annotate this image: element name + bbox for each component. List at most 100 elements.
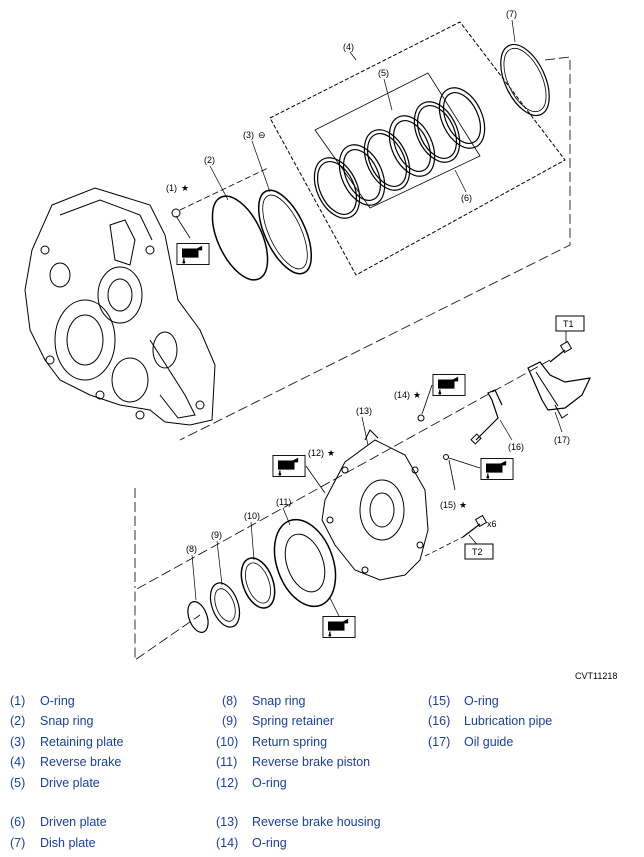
star-14: ★ xyxy=(413,390,421,400)
legend-num: (10) xyxy=(216,735,239,749)
quantity-label: x6 xyxy=(487,519,497,529)
callout-6: (6) xyxy=(461,193,472,203)
legend-item: (1) O-ring xyxy=(10,694,75,708)
callout-10: (10) xyxy=(244,511,260,521)
reverse-brake-housing xyxy=(321,429,429,581)
snap-ring-8 xyxy=(187,601,209,633)
oil-can-icon xyxy=(272,455,306,477)
legend-label: Retaining plate xyxy=(40,735,124,749)
star-15: ★ xyxy=(459,500,467,510)
legend-num: (11) xyxy=(216,755,238,769)
legend-label: O-ring xyxy=(464,694,499,708)
bolt xyxy=(424,514,488,557)
callout-4: (4) xyxy=(343,42,354,52)
legend-label: Spring retainer xyxy=(252,714,334,728)
oil-can-icon xyxy=(322,616,356,638)
legend-item: (9) Spring retainer xyxy=(222,714,334,728)
callout-14: (14) xyxy=(394,390,410,400)
oil-can-icon xyxy=(480,458,514,480)
torque-label-t1: T1 xyxy=(563,319,574,329)
legend-num: (2) xyxy=(10,714,26,728)
legend-num: (13) xyxy=(216,815,239,829)
callout-5: (5) xyxy=(378,68,389,78)
callout-7: (7) xyxy=(506,9,517,19)
legend-num: (14) xyxy=(216,836,239,850)
dish-plate xyxy=(500,43,550,117)
legend-num: (5) xyxy=(10,776,26,790)
replace-symbol: ⊖ xyxy=(258,130,266,140)
callout-3: (3) xyxy=(243,130,254,140)
star-12: ★ xyxy=(327,448,335,458)
legend-item: (7) Dish plate xyxy=(10,836,96,850)
legend-item: (10) Return spring xyxy=(216,735,327,749)
legend-item: (17) Oil guide xyxy=(428,735,513,749)
o-ring-1 xyxy=(171,208,181,218)
star-1: ★ xyxy=(181,183,189,193)
legend-item: (6) Driven plate xyxy=(10,815,107,829)
legend-num: (9) xyxy=(222,714,238,728)
legend-label: Return spring xyxy=(252,735,328,749)
legend-label: Snap ring xyxy=(40,714,94,728)
bolt-t1 xyxy=(549,340,573,363)
legend-num: (3) xyxy=(10,735,26,749)
legend-num: (6) xyxy=(10,815,26,829)
legend-label: Dish plate xyxy=(40,836,96,850)
callout-13: (13) xyxy=(356,406,372,416)
legend-item: (14) O-ring xyxy=(216,836,287,850)
legend-label: Oil guide xyxy=(464,735,514,749)
retaining-plate-inner xyxy=(262,194,308,270)
callout-9: (9) xyxy=(211,530,222,540)
callout-1: (1) xyxy=(166,183,177,193)
torque-box-t2 xyxy=(464,543,494,560)
reverse-brake-box xyxy=(269,21,566,276)
legend-item: (3) Retaining plate xyxy=(10,735,123,749)
torque-box-t1 xyxy=(555,315,585,332)
exploded-view-diagram: T1 T2 x6 (1) ★ (2) (3) ⊖ (4) (5) (6) (7)… xyxy=(24,9,592,661)
legend-num: (7) xyxy=(10,836,26,850)
callout-2: (2) xyxy=(204,155,215,165)
reverse-brake-piston xyxy=(273,518,337,608)
oil-can-icon xyxy=(432,374,466,396)
legend-item: (4) Reverse brake xyxy=(10,755,121,769)
legend-label: O-ring xyxy=(252,836,287,850)
legend-item: (15) O-ring xyxy=(428,694,499,708)
snap-ring xyxy=(211,195,269,281)
legend-label: Snap ring xyxy=(252,694,306,708)
assembly-centerline xyxy=(134,56,571,661)
legend-item: (5) Drive plate xyxy=(10,776,100,790)
torque-label-t2: T2 xyxy=(472,547,483,557)
legend-num: (4) xyxy=(10,755,26,769)
callout-15: (15) xyxy=(440,500,456,510)
legend-label: Reverse brake xyxy=(40,755,122,769)
legend-num: (16) xyxy=(428,714,451,728)
legend-label: Reverse brake piston xyxy=(252,755,371,769)
callout-17: (17) xyxy=(554,435,570,445)
legend-num: (12) xyxy=(216,776,239,790)
legend-label: Reverse brake housing xyxy=(252,815,381,829)
legend-label: O-ring xyxy=(40,694,75,708)
oil-can-icon xyxy=(176,243,210,265)
leader-bracket xyxy=(314,72,481,209)
callout-8: (8) xyxy=(186,544,197,554)
legend-label: Lubrication pipe xyxy=(464,714,553,728)
callout-11: (11) xyxy=(276,497,291,507)
legend-item: (16) Lubrication pipe xyxy=(428,714,552,728)
legend-num: (15) xyxy=(428,694,451,708)
o-ring-14 xyxy=(417,414,425,422)
legend-item: (11) Reverse brake piston xyxy=(216,755,370,769)
legend-label: Drive plate xyxy=(40,776,100,790)
legend-num: (17) xyxy=(428,735,451,749)
return-spring-inner xyxy=(245,562,271,604)
callout-16: (16) xyxy=(508,442,524,452)
legend-num: (1) xyxy=(10,694,26,708)
retaining-plate xyxy=(257,189,313,275)
lubrication-pipe xyxy=(470,389,503,445)
transmission-case xyxy=(24,187,216,426)
legend-num: (8) xyxy=(222,694,238,708)
dish-plate-inner xyxy=(503,47,547,113)
legend-item: (12) O-ring xyxy=(216,776,287,790)
legend-label: Driven plate xyxy=(40,815,107,829)
legend-item: (13) Reverse brake housing xyxy=(216,815,381,829)
legend-label: O-ring xyxy=(252,776,287,790)
callout-12: (12) xyxy=(308,448,324,458)
